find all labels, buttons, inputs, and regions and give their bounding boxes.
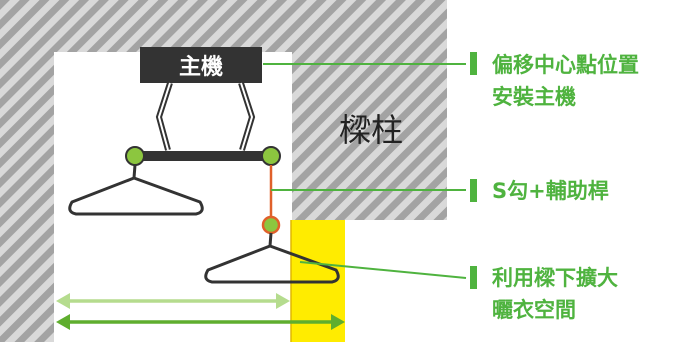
rod-joint-right	[261, 146, 281, 166]
host-box	[140, 47, 262, 83]
callout-host-line2: 安裝主機	[492, 85, 576, 109]
original-width-arrow	[56, 293, 290, 309]
s-hook-joint	[261, 215, 281, 235]
callout-space-line1: 利用樑下擴大	[492, 266, 618, 290]
host-label: 主機	[179, 55, 223, 80]
callout-marker-host	[470, 52, 477, 75]
callout-space-line2: 曬衣空間	[492, 298, 576, 322]
room-interior	[54, 52, 292, 342]
callout-leader-space	[299, 261, 467, 279]
rod-joint-left	[125, 146, 145, 166]
scissor-arms	[155, 82, 256, 151]
hanger-upper	[68, 164, 204, 216]
callout-marker-space	[470, 266, 477, 289]
callout-host-line1: 偏移中心點位置	[492, 53, 639, 77]
beam-label: 樑柱	[339, 111, 403, 149]
callout-s-hook-line1: S勾+輔助桿	[492, 179, 609, 203]
callout-marker-s-hook	[470, 179, 477, 202]
hanger-lower	[204, 232, 340, 284]
expanded-width-arrow	[56, 314, 345, 330]
drying-rod	[134, 151, 272, 161]
callout-texts: 偏移中心點位置 安裝主機 S勾+輔助桿 利用樑下擴大 曬衣空間	[492, 53, 639, 322]
